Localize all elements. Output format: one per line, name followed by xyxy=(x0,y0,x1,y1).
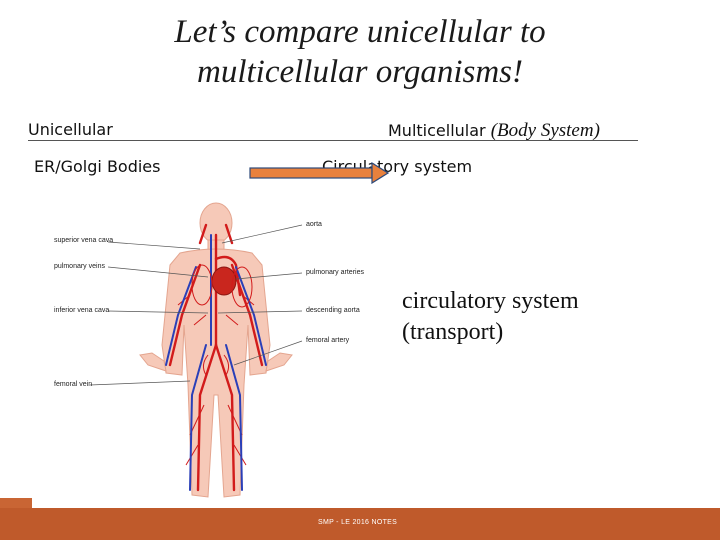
system-description: circulatory system (transport) xyxy=(402,286,579,348)
title-line-1: Let’s compare unicellular to xyxy=(174,14,546,50)
title-line-2: multicellular organisms! xyxy=(196,54,524,90)
multicellular-header: Multicellular (Body System) xyxy=(388,120,600,142)
header-divider xyxy=(28,140,638,141)
label-aorta: aorta xyxy=(306,221,322,228)
multicellular-label: Multicellular xyxy=(388,121,486,140)
label-femoral-vein: femoral vein xyxy=(54,381,93,388)
label-inferior-vena-cava: inferior vena cava xyxy=(54,307,110,314)
organelle-label: ER/Golgi Bodies xyxy=(34,157,161,176)
body-system-note: (Body System) xyxy=(490,120,600,141)
footer-notes: SMP - LE 2016 NOTES xyxy=(318,519,398,526)
footer-bar xyxy=(0,508,720,540)
description-line-2: (transport) xyxy=(402,319,504,345)
slide-title: Let’s compare unicellular to multicellul… xyxy=(90,12,630,92)
label-pulmonary-veins: pulmonary veins xyxy=(54,263,105,270)
label-pulmonary-arteries: pulmonary arteries xyxy=(306,269,364,276)
body-illustration xyxy=(89,202,303,498)
footer-accent-strip xyxy=(0,498,32,510)
circulatory-system-diagram: superior vena cava pulmonary veins infer… xyxy=(30,195,408,513)
label-superior-vena-cava: superior vena cava xyxy=(54,237,114,244)
label-descending-aorta: descending aorta xyxy=(306,307,360,314)
unicellular-header: Unicellular xyxy=(28,120,113,139)
label-femoral-artery: femoral artery xyxy=(306,337,350,344)
description-line-1: circulatory system xyxy=(402,288,579,314)
comparison-arrow xyxy=(249,162,389,184)
